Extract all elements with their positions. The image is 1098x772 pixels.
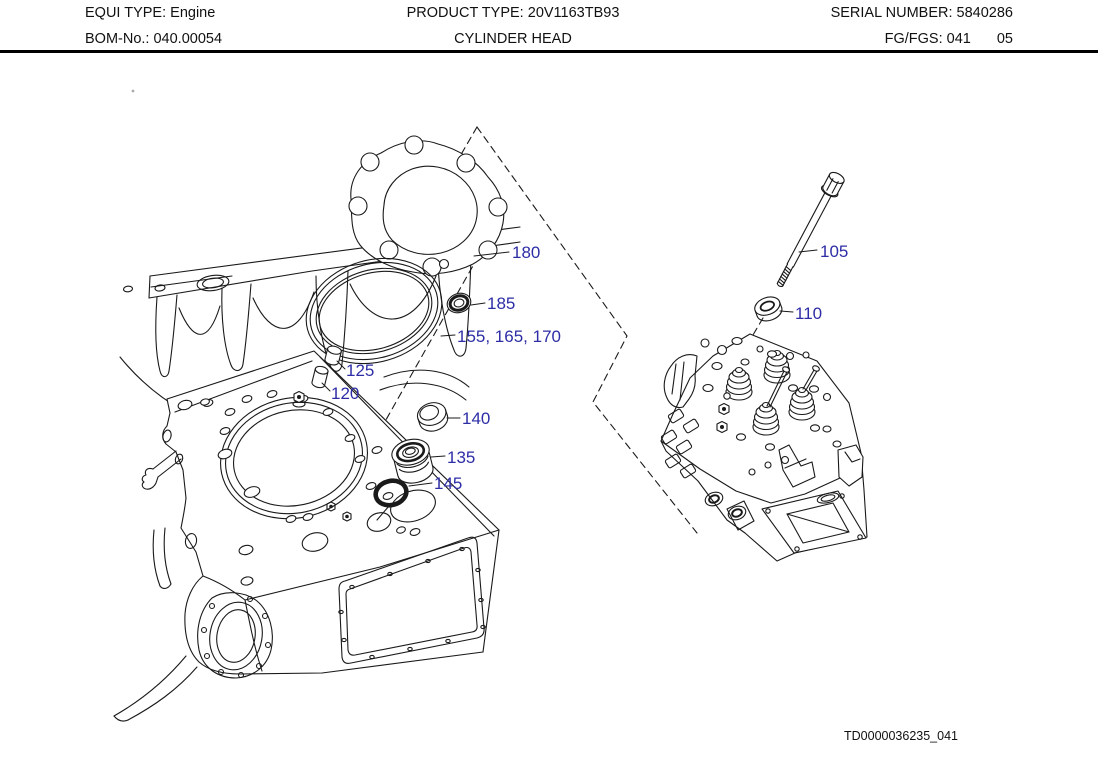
callout-180: 180 (512, 243, 541, 262)
gasket-bolt-holes (348, 135, 508, 277)
side-window (338, 536, 486, 664)
dowel-pin-120 (311, 365, 329, 389)
valve-stems (766, 365, 820, 408)
equi-type-label: EQUI TYPE: (85, 5, 167, 21)
head-deck-studs (716, 402, 730, 434)
deck-studs (326, 501, 352, 522)
callout-105: 105 (820, 242, 849, 261)
callout-155-165-170: 155, 165, 170 (457, 327, 561, 346)
equi-type-value: Engine (170, 5, 216, 21)
valve-spring (788, 386, 816, 421)
callout-135: 135 (447, 448, 476, 467)
bom-number-value: 040.00054 (153, 31, 223, 47)
head-fin-openings (660, 408, 700, 479)
sleeve-135 (391, 438, 434, 484)
oring-145 (373, 478, 409, 521)
callout-110: 110 (795, 304, 823, 323)
valve-springs (725, 349, 816, 436)
bom-number: BOM-No.: 040.00054 (85, 31, 222, 47)
head-gasket-180 (348, 135, 508, 277)
page-title: CYLINDER HEAD (454, 31, 572, 47)
serial-number-label: SERIAL NUMBER: (830, 5, 953, 21)
product-type-label: PRODUCT TYPE: (406, 5, 524, 21)
fg-fgs-value2: 05 (996, 31, 1013, 47)
fg-fgs-label: FG/FGS: (884, 31, 943, 47)
liner-oring-155-165-170 (305, 257, 443, 365)
header-rule (0, 50, 1098, 53)
callout-140: 140 (462, 409, 491, 428)
block-lower-left-spur (113, 527, 198, 722)
callout-125: 125 (346, 361, 375, 380)
bom-number-label: BOM-No.: (85, 31, 150, 47)
product-type-value: 20V1163TB93 (527, 5, 620, 21)
fg-fgs: FG/FGS: 041 05 (885, 31, 1013, 47)
drawing-id: TD0000036235_041 (844, 729, 958, 743)
block-side-bracket (141, 450, 184, 490)
callout-145: 145 (434, 474, 463, 493)
callout-leader-lines (321, 249, 818, 487)
print-speck (131, 89, 135, 93)
engine-block (113, 226, 521, 722)
head-bolt-105 (776, 171, 845, 288)
seal-185 (446, 292, 472, 314)
fg-fgs-value: 041 (946, 31, 971, 47)
head-deck-holes (700, 336, 842, 476)
valve-spring (752, 401, 780, 436)
cylinder-head (660, 333, 868, 562)
seal-ring-140 (416, 402, 449, 432)
callout-120: 120 (331, 384, 360, 403)
head-port-bosses (704, 491, 747, 521)
product-type: PRODUCT TYPE: 20V1163TB93 (340, 5, 686, 21)
block-body (113, 350, 500, 722)
head-port-flange (761, 490, 867, 554)
valve-spring (725, 366, 753, 401)
callout-185: 185 (487, 294, 516, 313)
equi-type: EQUI TYPE: Engine (85, 5, 215, 21)
deck-stud-for-120 (292, 390, 306, 408)
window-screw-holes (338, 546, 486, 660)
serial-number: SERIAL NUMBER: 5840286 (831, 5, 1013, 21)
front-cover-opening (197, 592, 273, 679)
serial-number-value: 5840286 (956, 5, 1013, 21)
washer-110 (754, 296, 783, 322)
